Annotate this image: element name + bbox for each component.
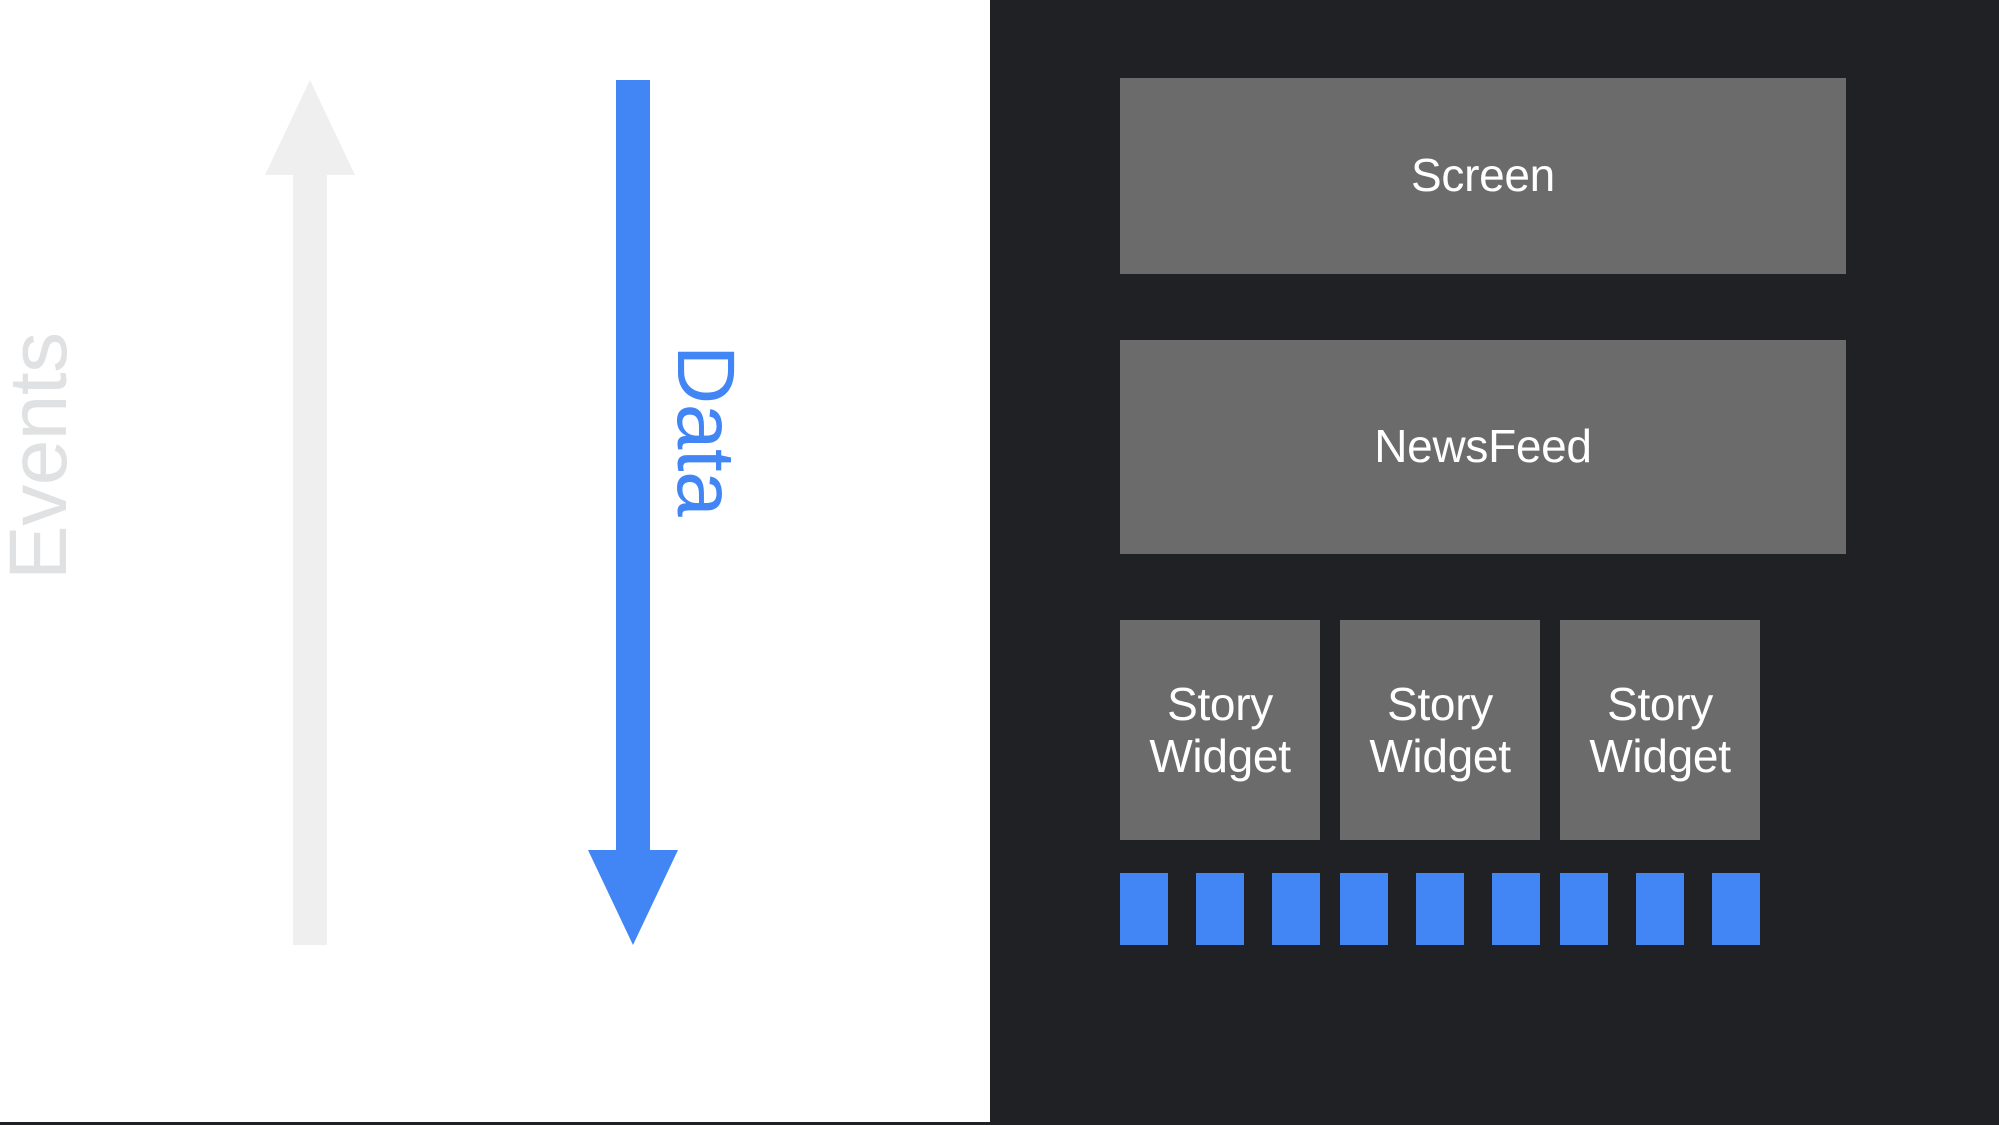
screen-node: Screen: [1120, 78, 1846, 274]
story-widget-label-line1: Story: [1387, 677, 1493, 730]
data-down-arrow-icon: [588, 80, 678, 945]
bottom-rule: [0, 1122, 1999, 1125]
story-leaf-node: [1560, 873, 1608, 945]
story-leaf-row: [1120, 873, 1320, 945]
story-leaf-node: [1340, 873, 1388, 945]
events-up-arrow-icon: [265, 80, 355, 945]
newsfeed-node: NewsFeed: [1120, 340, 1846, 554]
story-widget-label-line1: Story: [1167, 677, 1273, 730]
story-widget-label-line2: Widget: [1589, 730, 1731, 782]
story-widget-label-line2: Widget: [1149, 730, 1291, 782]
data-flow-label: Data: [660, 345, 751, 517]
story-widget-label-line1: Story: [1607, 677, 1713, 730]
story-leaf-node: [1492, 873, 1540, 945]
events-flow-label: Events: [0, 332, 84, 580]
story-widget-label-line2: Widget: [1369, 730, 1511, 782]
flow-region: Events Data: [0, 0, 990, 1125]
story-leaf-node: [1636, 873, 1684, 945]
story-leaf-node: [1416, 873, 1464, 945]
story-leaf-node: [1196, 873, 1244, 945]
story-leaf-row: [1560, 873, 1760, 945]
story-leaf-node: [1272, 873, 1320, 945]
story-leaf-node: [1120, 873, 1168, 945]
story-leaf-row: [1340, 873, 1540, 945]
story-leaf-node: [1712, 873, 1760, 945]
